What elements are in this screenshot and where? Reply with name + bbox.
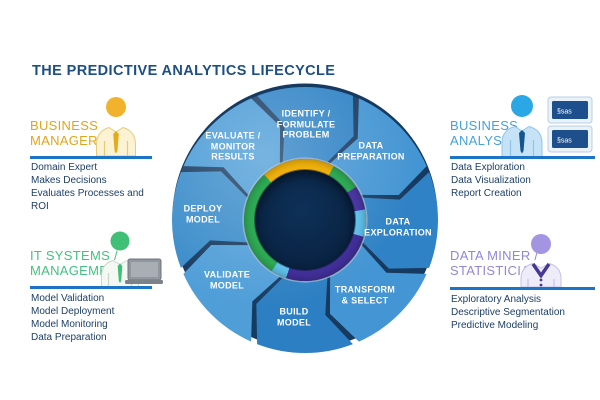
wheel-segment-label: EVALUATE / MONITOR RESULTS <box>205 130 261 162</box>
coat-button <box>539 283 543 287</box>
coat-collar <box>531 263 551 279</box>
tie <box>113 131 119 154</box>
wheel-segment-label: BUILD MODEL <box>277 306 311 328</box>
role-it-systems-management: IT SYSTEMS / MANAGEMENT Model Validation… <box>30 231 163 343</box>
coat-button <box>539 278 543 282</box>
wheel-segment-label: TRANSFORM & SELECT <box>334 284 396 306</box>
role-items: Domain Expert Makes Decisions Evaluates … <box>31 162 144 212</box>
business-analyst-person-icon: §sas §sas <box>494 93 594 162</box>
svg-text:§sas: §sas <box>557 109 572 116</box>
role-items: Model Validation Model Deployment Model … <box>31 293 115 343</box>
wheel-segment-label: DATA EXPLORATION <box>364 216 432 238</box>
wheel-segment-label: DEPLOY MODEL <box>183 203 223 225</box>
wheel-segment-2 <box>362 172 438 269</box>
wheel-segment-3 <box>329 245 427 342</box>
role-divider <box>450 156 595 159</box>
role-items: Exploratory Analysis Descriptive Segment… <box>451 294 565 331</box>
person-head <box>511 95 533 117</box>
role-divider <box>450 287 595 290</box>
wheel-segment-label: VALIDATE MODEL <box>203 269 251 291</box>
role-divider <box>30 286 152 289</box>
role-data-miner-statistician: DATA MINER / STATISTICIAN Exploratory An… <box>450 234 595 331</box>
role-title: DATA MINER / STATISTICIAN <box>450 248 540 278</box>
wheel-segment-0 <box>257 87 354 163</box>
monitor-icon: §sas <box>547 125 593 153</box>
wheel-segment-label: IDENTIFY / FORMULATE PROBLEM <box>276 108 336 140</box>
arm-lines <box>527 279 555 287</box>
person-head <box>110 231 130 251</box>
role-business-manager: BUSINESS MANAGER Domain Expert Makes Dec… <box>30 97 152 212</box>
it-systems-person-icon <box>94 231 164 292</box>
role-title: BUSINESS MANAGER <box>30 118 99 148</box>
role-title: BUSINESS ANALYST <box>450 118 519 148</box>
monitor-icon: §sas <box>547 96 593 124</box>
wheel-segment-4 <box>256 277 353 353</box>
wheel-center-disc <box>255 170 355 270</box>
laptop-icon <box>125 258 163 284</box>
wheel-segment-6 <box>172 171 248 268</box>
person-head <box>531 234 551 254</box>
role-items: Data Exploration Data Visualization Repo… <box>451 162 531 199</box>
wheel-segment-7 <box>183 98 281 195</box>
wheel-segment-5 <box>183 244 280 342</box>
arm-lines <box>103 141 129 156</box>
tie <box>117 263 123 283</box>
role-divider <box>30 156 152 159</box>
page-title: THE PREDICTIVE ANALYTICS LIFECYCLE <box>32 63 336 79</box>
wheel-segment-1 <box>330 98 427 196</box>
role-business-analyst: BUSINESS ANALYST §sas §sas Data <box>450 95 595 199</box>
svg-text:§sas: §sas <box>557 138 572 145</box>
business-manager-person-icon <box>92 96 140 161</box>
person-head <box>106 97 126 117</box>
data-miner-person-icon <box>513 233 569 292</box>
wheel-segment-label: DATA PREPARATION <box>337 140 405 162</box>
tie <box>519 130 525 154</box>
arm-lines <box>509 140 535 157</box>
